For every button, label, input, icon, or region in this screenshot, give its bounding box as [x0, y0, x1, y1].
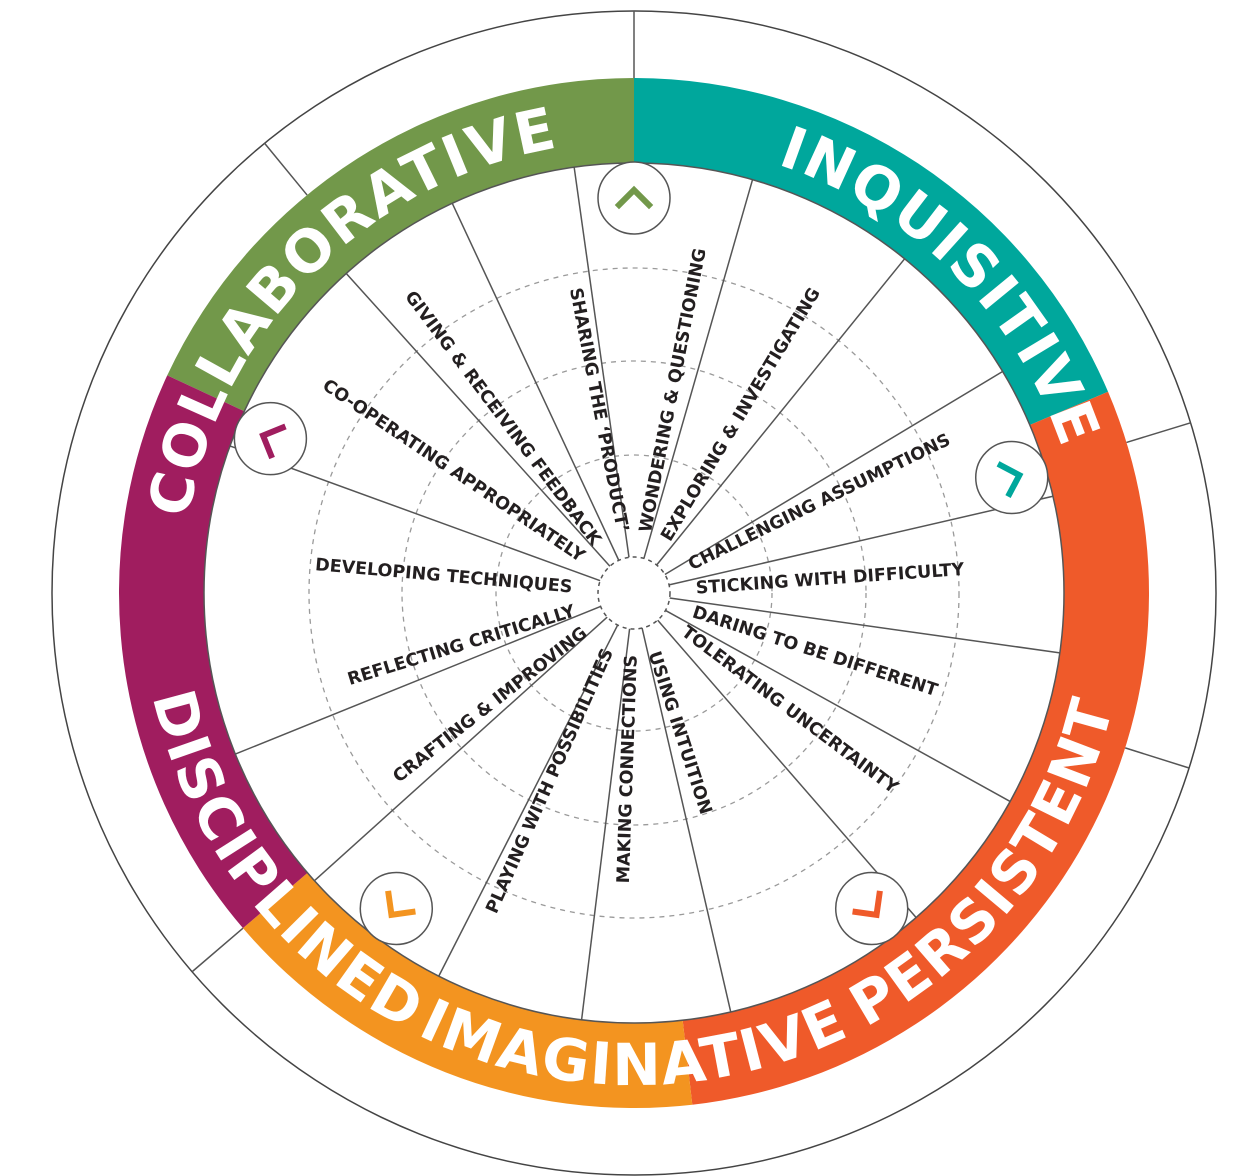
spoke	[580, 628, 631, 1020]
imaginative-segment	[242, 872, 693, 1108]
chevron-icon	[996, 461, 1024, 498]
persistent-chevron-badge	[974, 440, 1049, 515]
chevron-icon	[852, 890, 883, 919]
habit-spokes	[229, 167, 1060, 1020]
collaborative-segment	[167, 78, 634, 412]
spoke	[235, 605, 601, 755]
persistent-segment	[682, 391, 1150, 1105]
disciplined-chevron-badge	[233, 401, 308, 476]
hub	[597, 556, 671, 630]
spoke	[657, 619, 917, 919]
spoke	[665, 609, 1011, 803]
dashed-ring	[495, 454, 773, 732]
dashed-rings	[308, 267, 960, 919]
crafting-chevron-badge	[359, 871, 434, 946]
tolerating-chevron-badge	[834, 871, 909, 946]
chevron-badges	[233, 161, 1049, 946]
spoke	[664, 370, 1003, 576]
spoke	[345, 272, 611, 567]
spoke	[438, 624, 619, 977]
disciplined-segment	[118, 375, 308, 929]
outer-divider	[1126, 422, 1191, 444]
dashed-ring	[308, 267, 960, 919]
dashed-ring	[401, 360, 867, 826]
spoke	[643, 179, 754, 559]
spoke	[668, 495, 1054, 586]
outer-divider	[191, 927, 244, 973]
spoke	[656, 258, 906, 566]
spoke	[451, 202, 620, 561]
spoke	[641, 627, 732, 1013]
imaginative-chevron-badge	[597, 161, 671, 235]
spoke	[669, 597, 1060, 654]
chevron-icon	[385, 890, 416, 919]
spoke	[313, 616, 608, 882]
outer-divider	[264, 142, 308, 196]
chevron-icon	[614, 185, 654, 210]
outer-ring-dividers	[191, 11, 1191, 973]
inquisitive-segment	[634, 78, 1109, 425]
outer-divider	[1124, 747, 1190, 769]
disposition-segments	[118, 78, 1150, 1108]
spoke	[573, 167, 630, 558]
chevron-icon	[259, 423, 287, 460]
